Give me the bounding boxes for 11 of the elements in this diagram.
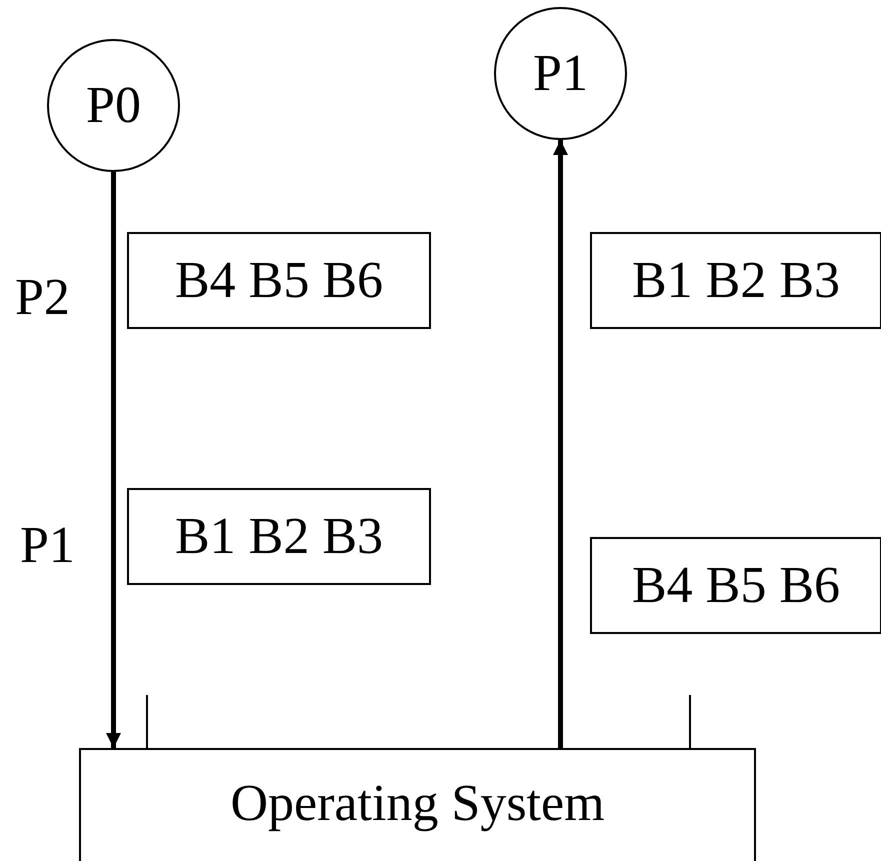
- process-circle: P0: [47, 39, 180, 172]
- process-label: P2: [15, 272, 70, 324]
- arrow: [106, 172, 121, 748]
- message-box: B1 B2 B3: [127, 488, 431, 585]
- message-box: B1 B2 B3: [590, 232, 881, 329]
- process-label: P1: [20, 520, 75, 572]
- message-box: B4 B5 B6: [127, 232, 431, 329]
- system-box: Operating System: [79, 748, 756, 861]
- arrow: [553, 140, 568, 748]
- message-box: B4 B5 B6: [590, 537, 881, 634]
- process-circle: P1: [494, 7, 627, 140]
